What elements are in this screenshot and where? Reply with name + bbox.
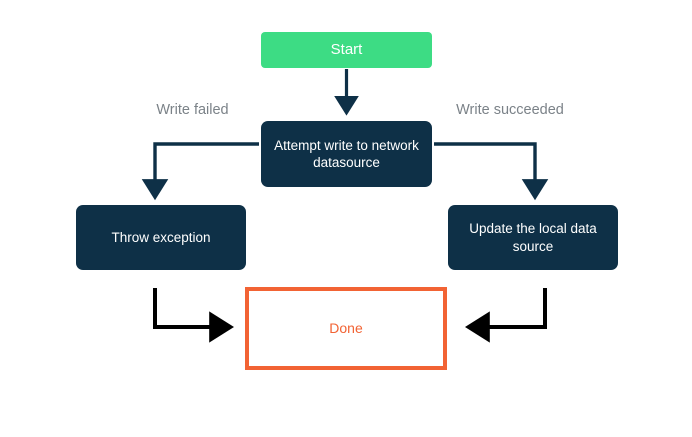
- node-attempt-write[interactable]: Attempt write to network datasource: [261, 121, 432, 187]
- edge-label-write-failed: Write failed: [156, 102, 229, 118]
- edge-label-write-succeeded: Write succeeded: [456, 102, 564, 118]
- node-done[interactable]: Done: [245, 287, 447, 370]
- node-start-label: Start: [330, 41, 363, 59]
- node-update-local-source[interactable]: Update the local data source: [448, 205, 618, 270]
- edge-update-to-done: [465, 288, 547, 343]
- node-attempt-write-label: Attempt write to network datasource: [274, 137, 419, 170]
- node-update-local-source-label: Update the local data source: [469, 221, 597, 254]
- node-start[interactable]: Start: [261, 32, 432, 68]
- edge-attempt-to-update: [434, 142, 549, 201]
- edge-attempt-to-throw: [141, 142, 259, 201]
- edge-throw-to-done: [153, 288, 234, 343]
- node-done-label: Done: [329, 319, 363, 336]
- node-throw-exception-label: Throw exception: [111, 229, 211, 245]
- node-throw-exception[interactable]: Throw exception: [76, 205, 246, 270]
